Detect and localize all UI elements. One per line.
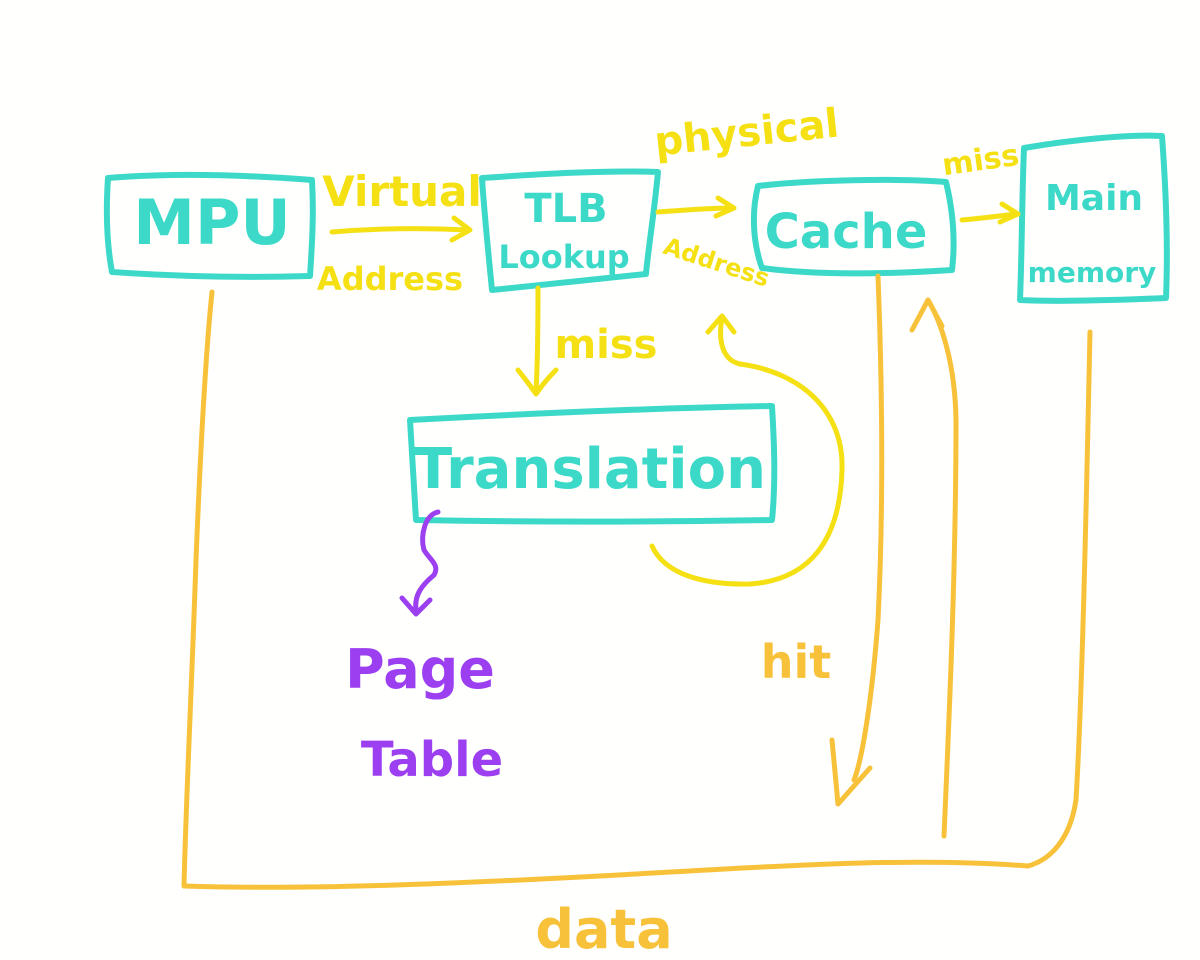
translation-to-page-table-arrow (413, 509, 441, 613)
physical-address-arrow (655, 205, 735, 215)
data-return-path (181, 289, 1093, 890)
cache-miss-arrowhead (997, 201, 1021, 225)
tlb-label-line2: Lookup (498, 238, 629, 276)
main-to-cache-arrowhead (909, 297, 945, 333)
translation-label: Translation (414, 437, 766, 502)
mpu-box (103, 171, 316, 280)
virtual-address-arrow (329, 226, 471, 235)
tlb-label-line1: TLB (524, 186, 607, 232)
cache-label: Cache (765, 204, 928, 260)
main-to-cache-data-line (925, 297, 959, 839)
translation-box (407, 403, 778, 525)
virtual-address-arrowhead (449, 215, 473, 243)
hit-label: hit (761, 635, 832, 689)
physical-label: physical (652, 101, 841, 166)
tlb-miss-label: miss (554, 322, 657, 368)
main-memory-label-line1: Main (1045, 178, 1143, 219)
translation-return-loop (649, 315, 845, 587)
page-table-label-line2: Table (361, 732, 503, 788)
cache-miss-label: miss (940, 138, 1021, 183)
virtual-label: Virtual (322, 167, 482, 216)
translation-return-arrowhead (705, 313, 737, 335)
main-memory-box (1017, 132, 1170, 304)
cache-hit-arrowhead (829, 737, 873, 807)
page-table-arrowhead (399, 595, 433, 617)
main-memory-label-line2: memory (1028, 256, 1157, 289)
physical-address-arrowhead (713, 195, 737, 219)
tlb-miss-arrow (533, 285, 541, 395)
tlb-miss-arrowhead (515, 367, 559, 397)
address-label-left: Address (317, 260, 463, 298)
mpu-label: MPU (133, 186, 290, 259)
cache-box (750, 176, 957, 277)
tlb-lookup-box (479, 168, 661, 293)
cache-hit-line (851, 273, 885, 783)
data-label: data (535, 898, 672, 960)
page-table-label-line1: Page (345, 638, 495, 701)
